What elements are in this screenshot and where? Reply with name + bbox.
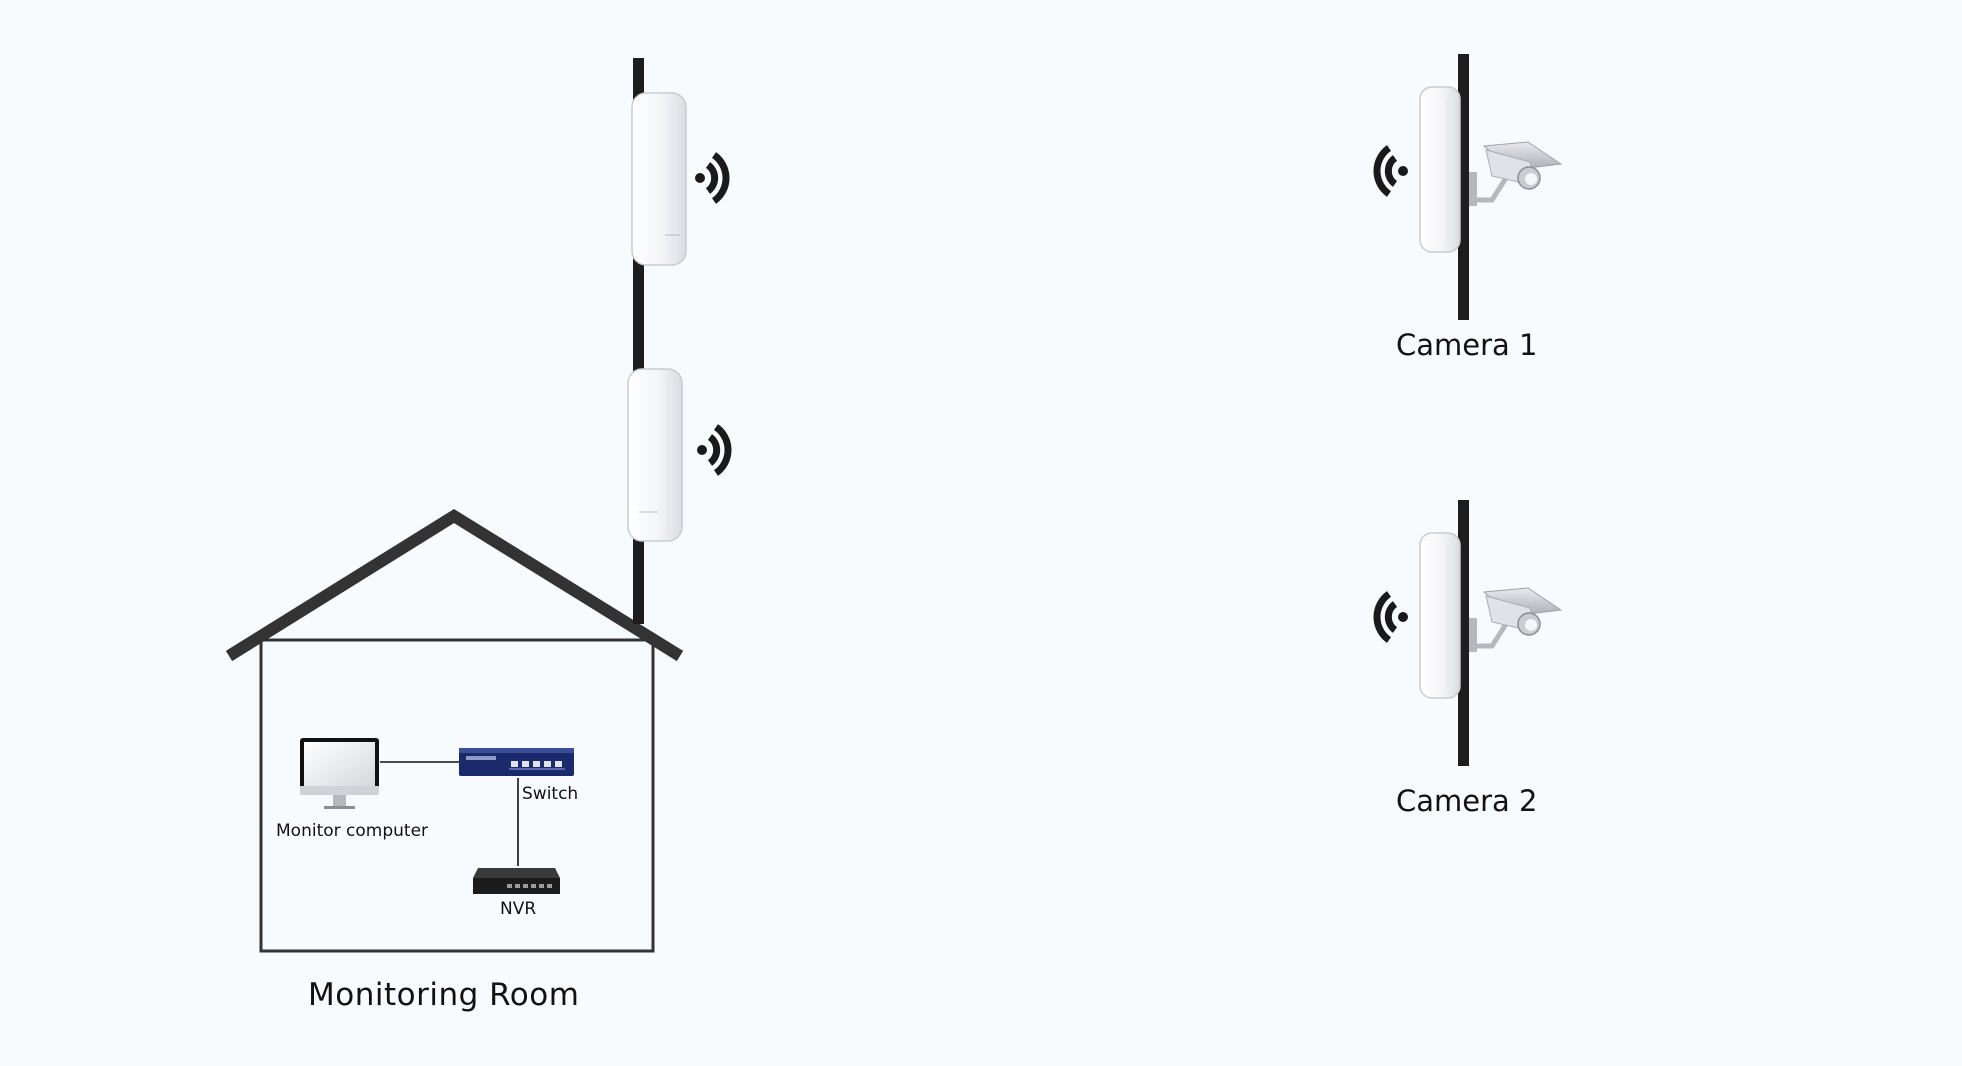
wifi-signal-icon	[1373, 591, 1408, 643]
house-cpe-lower	[627, 368, 683, 542]
house-cpe-upper	[631, 92, 687, 266]
nvr-label: NVR	[500, 899, 537, 919]
switch-icon	[459, 748, 574, 776]
camera-1-cpe	[1419, 86, 1461, 253]
wifi-signal-icon	[695, 152, 730, 204]
camera-1-station	[1373, 54, 1563, 320]
camera-1-label: Camera 1	[1396, 328, 1538, 362]
wifi-signal-icon	[697, 424, 732, 476]
camera-2-cpe	[1419, 532, 1461, 699]
monitor-computer-label: Monitor computer	[276, 821, 429, 841]
monitoring-room-label: Monitoring Room	[308, 977, 580, 1013]
monitor-computer-icon	[300, 738, 379, 809]
nvr-icon	[473, 868, 560, 894]
security-camera-icon	[1469, 587, 1563, 652]
security-camera-icon	[1469, 141, 1563, 206]
house-antenna-pole	[633, 58, 644, 624]
house	[225, 508, 684, 953]
switch-label: Switch	[522, 784, 579, 804]
camera-2-label: Camera 2	[1396, 784, 1538, 818]
camera-2-station	[1373, 500, 1563, 766]
wifi-signal-icon	[1373, 145, 1408, 197]
